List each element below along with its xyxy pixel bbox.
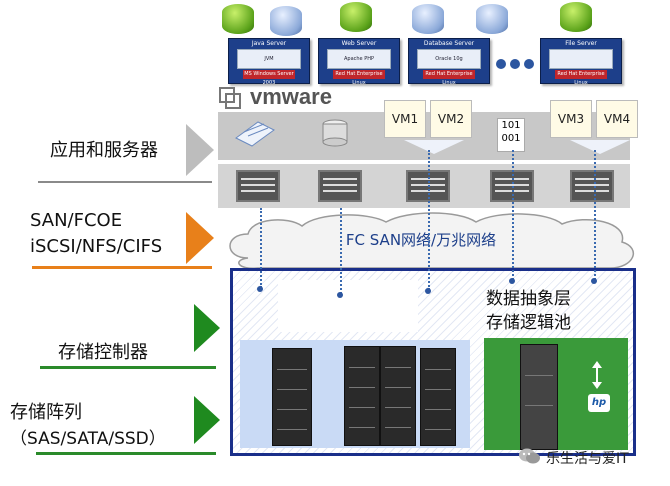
server-title: File Server bbox=[565, 40, 597, 47]
database-cylinder-icon bbox=[412, 4, 444, 34]
storage-rack-icon bbox=[520, 344, 558, 450]
binary-file-icon: 101 001 bbox=[497, 118, 525, 152]
server-stack: Apache PHP bbox=[343, 56, 375, 62]
label-iscsi-nfs-cifs: iSCSI/NFS/CIFS bbox=[30, 236, 163, 257]
storage-rack-icon bbox=[420, 348, 456, 446]
layer-divider bbox=[40, 366, 216, 369]
server-title: Database Server bbox=[423, 40, 475, 47]
vmware-logo: vmware bbox=[218, 84, 350, 112]
binary-line-2: 001 bbox=[501, 133, 521, 144]
storage-rack-icon bbox=[380, 346, 416, 446]
switch-icon bbox=[232, 118, 278, 152]
hp-logo-icon: hp bbox=[588, 394, 610, 412]
server-icon: Web Server Apache PHP Red Hat Enterprise… bbox=[318, 38, 400, 86]
connector-line bbox=[260, 208, 262, 288]
connector-dot bbox=[337, 292, 343, 298]
host-rack-icon bbox=[318, 170, 362, 202]
app-cylinder-icon bbox=[222, 4, 254, 34]
cloud-icon: FC SAN网络/万兆网络 bbox=[218, 208, 642, 276]
green-arrow-icon bbox=[194, 396, 220, 444]
server-icon: Java Server JVM MS Windows Server 2003 bbox=[228, 38, 310, 86]
database-cylinder-icon bbox=[270, 6, 302, 36]
double-arrow-icon bbox=[590, 360, 604, 394]
vmware-mark-icon bbox=[219, 87, 241, 109]
server-stack: JVM bbox=[264, 56, 274, 62]
server-os: Red Hat Enterprise Linux bbox=[425, 71, 473, 86]
label-storage-array: 存储阵列 bbox=[10, 402, 82, 423]
vm-funnel bbox=[570, 140, 630, 154]
abstraction-layer-label: 数据抽象层 bbox=[486, 289, 571, 309]
connector-line bbox=[594, 150, 596, 280]
server-icon: Database Server Oracle 10g Red Hat Enter… bbox=[408, 38, 490, 86]
server-icon: File Server Red Hat Enterprise Linux bbox=[540, 38, 622, 86]
binary-line-1: 101 bbox=[501, 120, 521, 131]
watermark-text: 乐生活与爱IT bbox=[546, 451, 629, 467]
connector-line bbox=[428, 150, 430, 290]
green-arrow-icon bbox=[194, 304, 220, 352]
vm2-box: VM2 bbox=[430, 100, 472, 138]
vmware-wordmark: vmware bbox=[250, 84, 332, 109]
storage-rack-icon bbox=[272, 348, 312, 446]
host-rack-icon bbox=[570, 170, 614, 202]
app-cylinder-icon bbox=[560, 2, 592, 32]
orange-arrow-icon bbox=[186, 212, 214, 264]
connector-dot bbox=[591, 278, 597, 284]
network-cloud-label: FC SAN网络/万兆网络 bbox=[345, 231, 497, 249]
label-storage-controller: 存储控制器 bbox=[58, 342, 148, 363]
disk-stack-icon bbox=[320, 118, 350, 152]
server-title: Web Server bbox=[341, 40, 377, 47]
vm4-box: VM4 bbox=[596, 100, 638, 138]
server-os: Red Hat Enterprise Linux bbox=[335, 71, 383, 86]
ellipsis-icon bbox=[495, 55, 535, 74]
connector-line bbox=[512, 150, 514, 280]
app-cylinder-icon bbox=[340, 2, 372, 32]
connector-dot bbox=[509, 278, 515, 284]
connector-line bbox=[340, 208, 342, 294]
storage-rack-icon bbox=[344, 346, 380, 446]
label-drive-types: （SAS/SATA/SSD） bbox=[10, 429, 166, 449]
connector-dot bbox=[257, 286, 263, 292]
label-apps-servers: 应用和服务器 bbox=[50, 140, 158, 161]
database-cylinder-icon bbox=[476, 4, 508, 34]
server-title: Java Server bbox=[251, 40, 287, 47]
layer-divider bbox=[32, 266, 212, 269]
vm1-box: VM1 bbox=[384, 100, 426, 138]
logical-pool-label: 存储逻辑池 bbox=[486, 313, 571, 333]
layer-divider bbox=[36, 452, 216, 455]
server-stack: Oracle 10g bbox=[435, 56, 463, 62]
vm3-box: VM3 bbox=[550, 100, 592, 138]
white-panel bbox=[278, 280, 418, 332]
server-os: MS Windows Server 2003 bbox=[244, 71, 294, 86]
wechat-icon bbox=[518, 446, 542, 470]
label-san-fcoe: SAN/FCOE bbox=[30, 210, 123, 231]
host-rack-icon bbox=[236, 170, 280, 202]
connector-dot bbox=[425, 288, 431, 294]
server-os: Red Hat Enterprise Linux bbox=[557, 71, 605, 86]
arrow-right-icon bbox=[186, 124, 214, 176]
layer-divider bbox=[38, 181, 212, 183]
vm-funnel bbox=[404, 140, 464, 154]
